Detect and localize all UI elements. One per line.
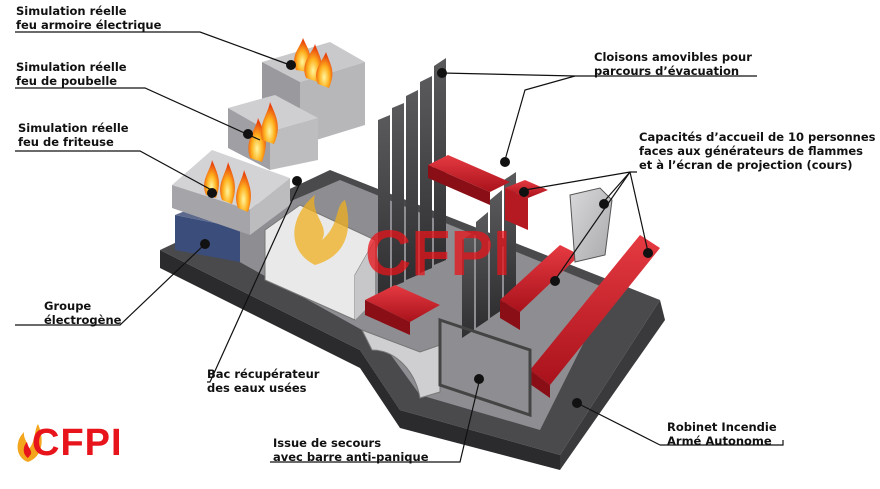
leader-lines: [15, 31, 784, 463]
label-capacity: Capacités d’accueil de 10 personnes face…: [639, 130, 875, 172]
label-fire-hose-line2: Armé Autonome: [667, 434, 772, 448]
label-bin-fire: Simulation réelle feu de poubelle: [16, 60, 127, 88]
generator-box: [175, 215, 240, 262]
label-partitions: Cloisons amovibles pour parcours d’évacu…: [594, 50, 752, 78]
label-emergency-exit-line2: avec barre anti-panique: [273, 450, 429, 464]
label-capacity-line3: et à l’écran de projection (cours): [639, 158, 853, 172]
label-cabinet-fire-line2: feu armoire électrique: [16, 18, 162, 32]
cfpi-flame-icon: [17, 424, 42, 462]
label-bin-fire-line1: Simulation réelle: [16, 60, 127, 74]
label-fire-hose-line1: Robinet Incendie: [667, 420, 777, 434]
label-emergency-exit: Issue de secours avec barre anti-panique: [273, 436, 429, 464]
cfpi-watermark: CFPI: [294, 195, 511, 289]
label-fryer-fire: Simulation réelle feu de friteuse: [18, 121, 129, 149]
label-generator-line1: Groupe: [44, 299, 92, 313]
label-fryer-fire-line1: Simulation réelle: [18, 121, 129, 135]
base-platform-edge: [160, 250, 560, 470]
flames-bin: [248, 102, 278, 162]
bench-front-right: [530, 235, 660, 398]
bench-back-left: [428, 155, 510, 205]
brand-logo: CFPI: [32, 422, 123, 464]
label-cabinet-fire-line1: Simulation réelle: [16, 4, 127, 18]
label-bin-fire-line2: feu de poubelle: [16, 74, 118, 88]
label-fryer-fire-line2: feu de friteuse: [18, 135, 114, 149]
label-partitions-line1: Cloisons amovibles pour: [594, 50, 752, 64]
label-waste-water: Bac récupérateur des eaux usées: [207, 367, 319, 395]
label-capacity-line2: faces aux générateurs de flammes: [639, 144, 863, 158]
bench-left-front: [365, 285, 440, 335]
label-partitions-line2: parcours d’évacuation: [594, 64, 740, 78]
base-platform-edge-right: [560, 300, 665, 470]
label-generator-line2: électrogène: [44, 313, 122, 327]
front-frame: [438, 317, 532, 418]
label-waste-water-line1: Bac récupérateur: [207, 367, 320, 381]
label-fire-hose: Robinet Incendie Armé Autonome: [667, 420, 777, 448]
label-waste-water-line2: des eaux usées: [207, 381, 307, 395]
bench-front-middle: [500, 245, 580, 330]
anchor-dots: [200, 60, 653, 408]
label-capacity-line1: Capacités d’accueil de 10 personnes: [639, 130, 876, 144]
flames-cabinet: [294, 38, 333, 88]
svg-text:CFPI: CFPI: [365, 217, 511, 289]
label-emergency-exit-line1: Issue de secours: [273, 436, 382, 450]
label-generator: Groupe électrogène: [44, 299, 121, 327]
label-cabinet-fire: Simulation réelle feu armoire électrique: [16, 4, 161, 32]
